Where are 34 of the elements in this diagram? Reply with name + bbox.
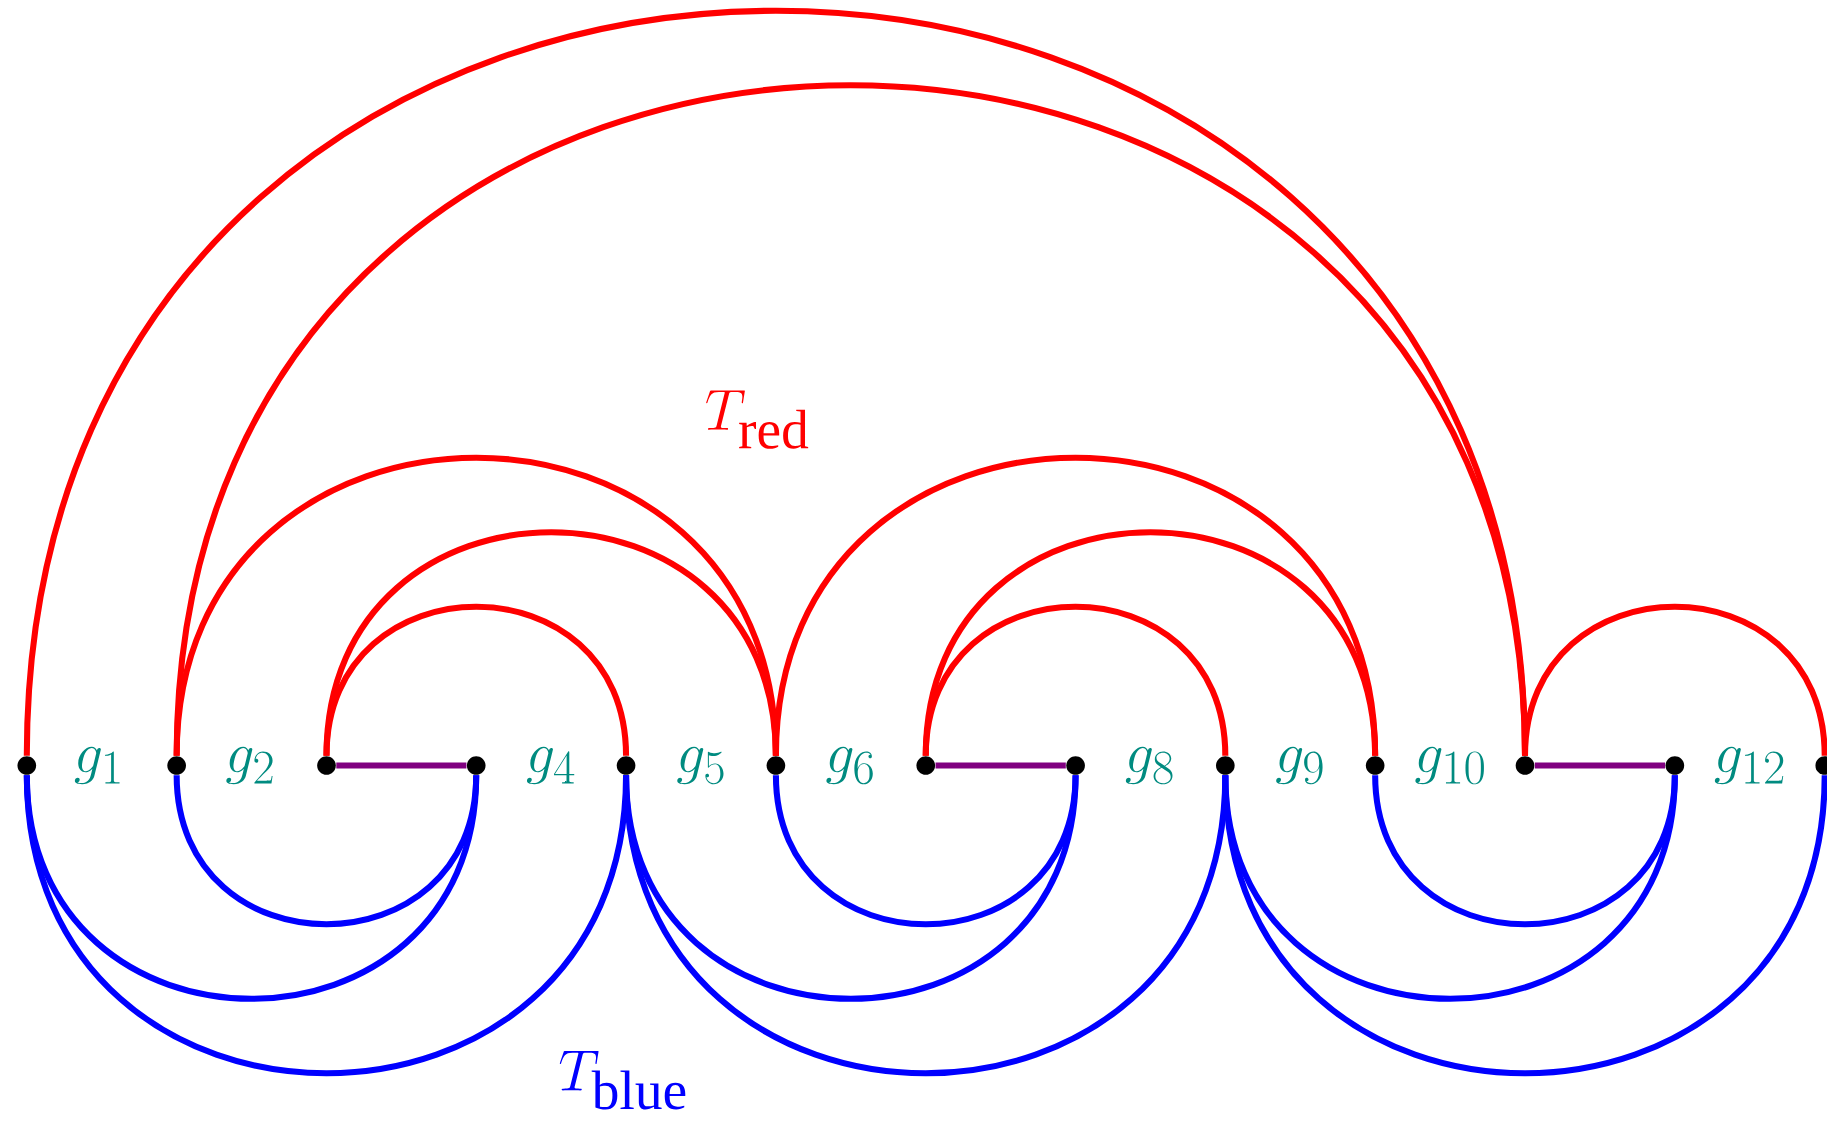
lower-arc bbox=[1222, 775, 1827, 1076]
math-label: $g_{12}$ bbox=[1714, 746, 1784, 785]
straight-edge bbox=[1534, 762, 1666, 769]
upper-arc bbox=[323, 604, 630, 757]
upper-arc bbox=[23, 9, 1528, 757]
vertex-dot bbox=[17, 756, 37, 775]
math-label: $g_{10}$ bbox=[1415, 746, 1484, 785]
vertex-dot bbox=[1066, 756, 1085, 775]
vertex-dot bbox=[1216, 756, 1235, 775]
straight-edge bbox=[935, 762, 1066, 769]
vertex-dot bbox=[317, 756, 336, 775]
math-label: $T_{\mathrm{blue}}$ bbox=[559, 1051, 686, 1110]
math-label: $g_{9}$ bbox=[1276, 746, 1323, 785]
math-label: $g_{8}$ bbox=[1125, 746, 1173, 785]
vertex-dot bbox=[167, 756, 186, 775]
vertex-dot bbox=[766, 756, 786, 775]
vertex-dot bbox=[1515, 756, 1535, 775]
vertex-dot bbox=[616, 756, 636, 775]
math-label: $g_{2}$ bbox=[226, 746, 273, 785]
math-label: $g_{6}$ bbox=[826, 746, 873, 785]
upper-arc bbox=[1522, 604, 1827, 757]
upper-arc bbox=[173, 455, 779, 757]
math-label: $g_{5}$ bbox=[677, 746, 724, 785]
straight-edge bbox=[336, 762, 467, 769]
upper-arc bbox=[772, 455, 1379, 757]
vertex-dot bbox=[466, 756, 486, 775]
vertex-dot bbox=[916, 756, 936, 775]
upper-arc bbox=[922, 604, 1229, 757]
math-label: $g_{4}$ bbox=[526, 746, 575, 785]
vertex-dot bbox=[1665, 756, 1685, 775]
vertex-dot bbox=[1365, 756, 1385, 775]
upper-arc bbox=[922, 529, 1379, 757]
math-label: $T_{\mathrm{red}}$ bbox=[706, 390, 809, 449]
math-label: $g_{1}$ bbox=[74, 746, 120, 785]
